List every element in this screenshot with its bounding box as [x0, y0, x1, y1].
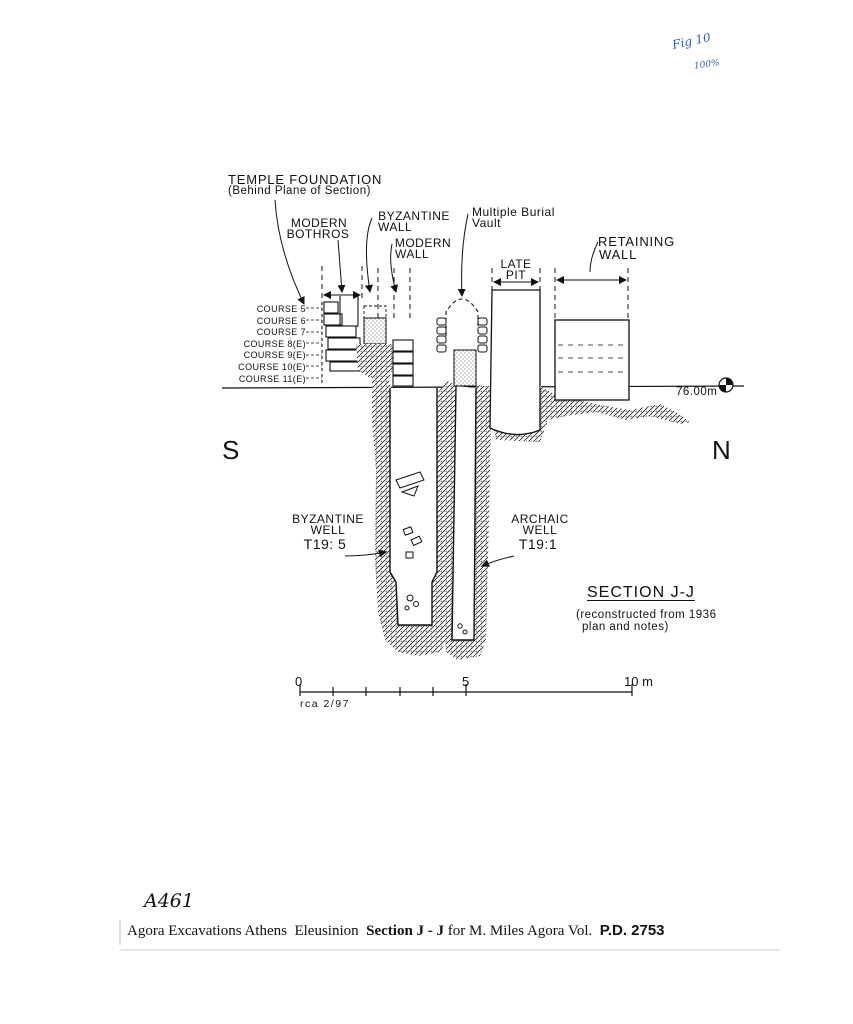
- datum-marker: [718, 377, 734, 393]
- course-item: COURSE 6: [256, 315, 306, 326]
- label-modern-wall-1: MODERN: [394, 236, 452, 250]
- label-late-pit-1: LATE: [500, 257, 532, 271]
- label-modern-bothros-1: MODERN: [290, 216, 348, 230]
- caption-part-3: for M. Miles Agora Vol.: [444, 923, 600, 939]
- datum-label: 76.00m: [676, 386, 718, 398]
- byzantine-wall-dashed: [363, 305, 387, 319]
- label-modern-wall-2: WALL: [395, 247, 430, 261]
- caption: Agora Excavations Athens Eleusinion Sect…: [127, 922, 665, 940]
- course-item: COURSE 9(E): [243, 350, 306, 361]
- retaining-wall-courses: [558, 344, 626, 373]
- course-list: COURSE 5 COURSE 6 COURSE 7 COURSE 8(E) C…: [232, 304, 306, 385]
- byzantine-well-shaft: [389, 388, 438, 626]
- scale-tick-5: 5: [462, 674, 470, 689]
- course-item: COURSE 5: [256, 304, 306, 314]
- caption-part-1: Agora Excavations Athens Eleusinion: [127, 923, 367, 939]
- label-byz-well-id: T19: 5: [303, 536, 347, 552]
- extension-lines: [321, 266, 629, 322]
- label-byzantine-wall-1: BYZANTINE: [378, 209, 450, 223]
- label-retaining-wall-1: RETAINING: [598, 234, 676, 249]
- label-arch-well-2: WELL: [522, 523, 558, 537]
- label-temple-sub: (Behind Plane of Section): [228, 185, 371, 197]
- late-pit: [489, 289, 541, 436]
- scale-bar: [299, 684, 633, 696]
- label-vault-1: Multiple Burial: [472, 205, 555, 219]
- burial-vault-fill: [453, 349, 477, 387]
- course-ticks: [306, 307, 322, 379]
- label-modern-bothros-2: BOTHROS: [286, 227, 350, 241]
- label-byzantine-wall-2: WALL: [378, 220, 413, 234]
- temple-foundation: [321, 301, 363, 384]
- section-subtitle-1: (reconstructed from 1936: [576, 609, 717, 621]
- modern-wall: [392, 339, 414, 387]
- burial-vault-dome: [445, 298, 479, 336]
- label-retaining-wall-2: WALL: [599, 247, 638, 262]
- dimension-arrows: [323, 276, 627, 299]
- section-subtitle-2: plan and notes): [582, 621, 669, 633]
- north-label: N: [712, 435, 731, 465]
- burial-vault-blocks: [436, 317, 488, 353]
- label-late-pit-2: PIT: [505, 268, 527, 282]
- section-title: SECTION J-J: [587, 584, 695, 601]
- caption-section: Section J - J: [366, 923, 445, 939]
- scale-credit: rca 2/97: [300, 698, 350, 710]
- retaining-wall: [554, 319, 630, 401]
- label-temple-foundation: TEMPLE FOUNDATION: [228, 172, 383, 187]
- label-arch-well-1: ARCHAIC: [511, 512, 569, 526]
- label-arch-well-id: T19:1: [518, 536, 558, 552]
- course-item: COURSE 7: [256, 327, 306, 338]
- scale-tick-10: 10 m: [624, 674, 653, 689]
- scale-tick-0: 0: [295, 674, 303, 689]
- course-item: COURSE 10(E): [238, 361, 306, 372]
- leader-lines: [274, 199, 599, 567]
- label-byz-well-2: WELL: [310, 523, 346, 537]
- well-debris: [395, 471, 468, 635]
- byzantine-wall: [363, 317, 387, 345]
- south-label: S: [222, 435, 240, 465]
- course-item: COURSE 8(E): [243, 338, 306, 349]
- wall-rubble: [356, 344, 394, 380]
- caption-pd-number: P.D. 2753: [599, 922, 665, 939]
- reference-number: A461: [144, 890, 194, 912]
- course-item: COURSE 11(E): [238, 373, 306, 384]
- slope-fill: [540, 386, 690, 424]
- label-vault-2: Vault: [472, 216, 501, 230]
- archaic-well-shaft: [451, 385, 477, 641]
- modern-bothros: [339, 296, 359, 327]
- label-byz-well-1: BYZANTINE: [292, 512, 364, 526]
